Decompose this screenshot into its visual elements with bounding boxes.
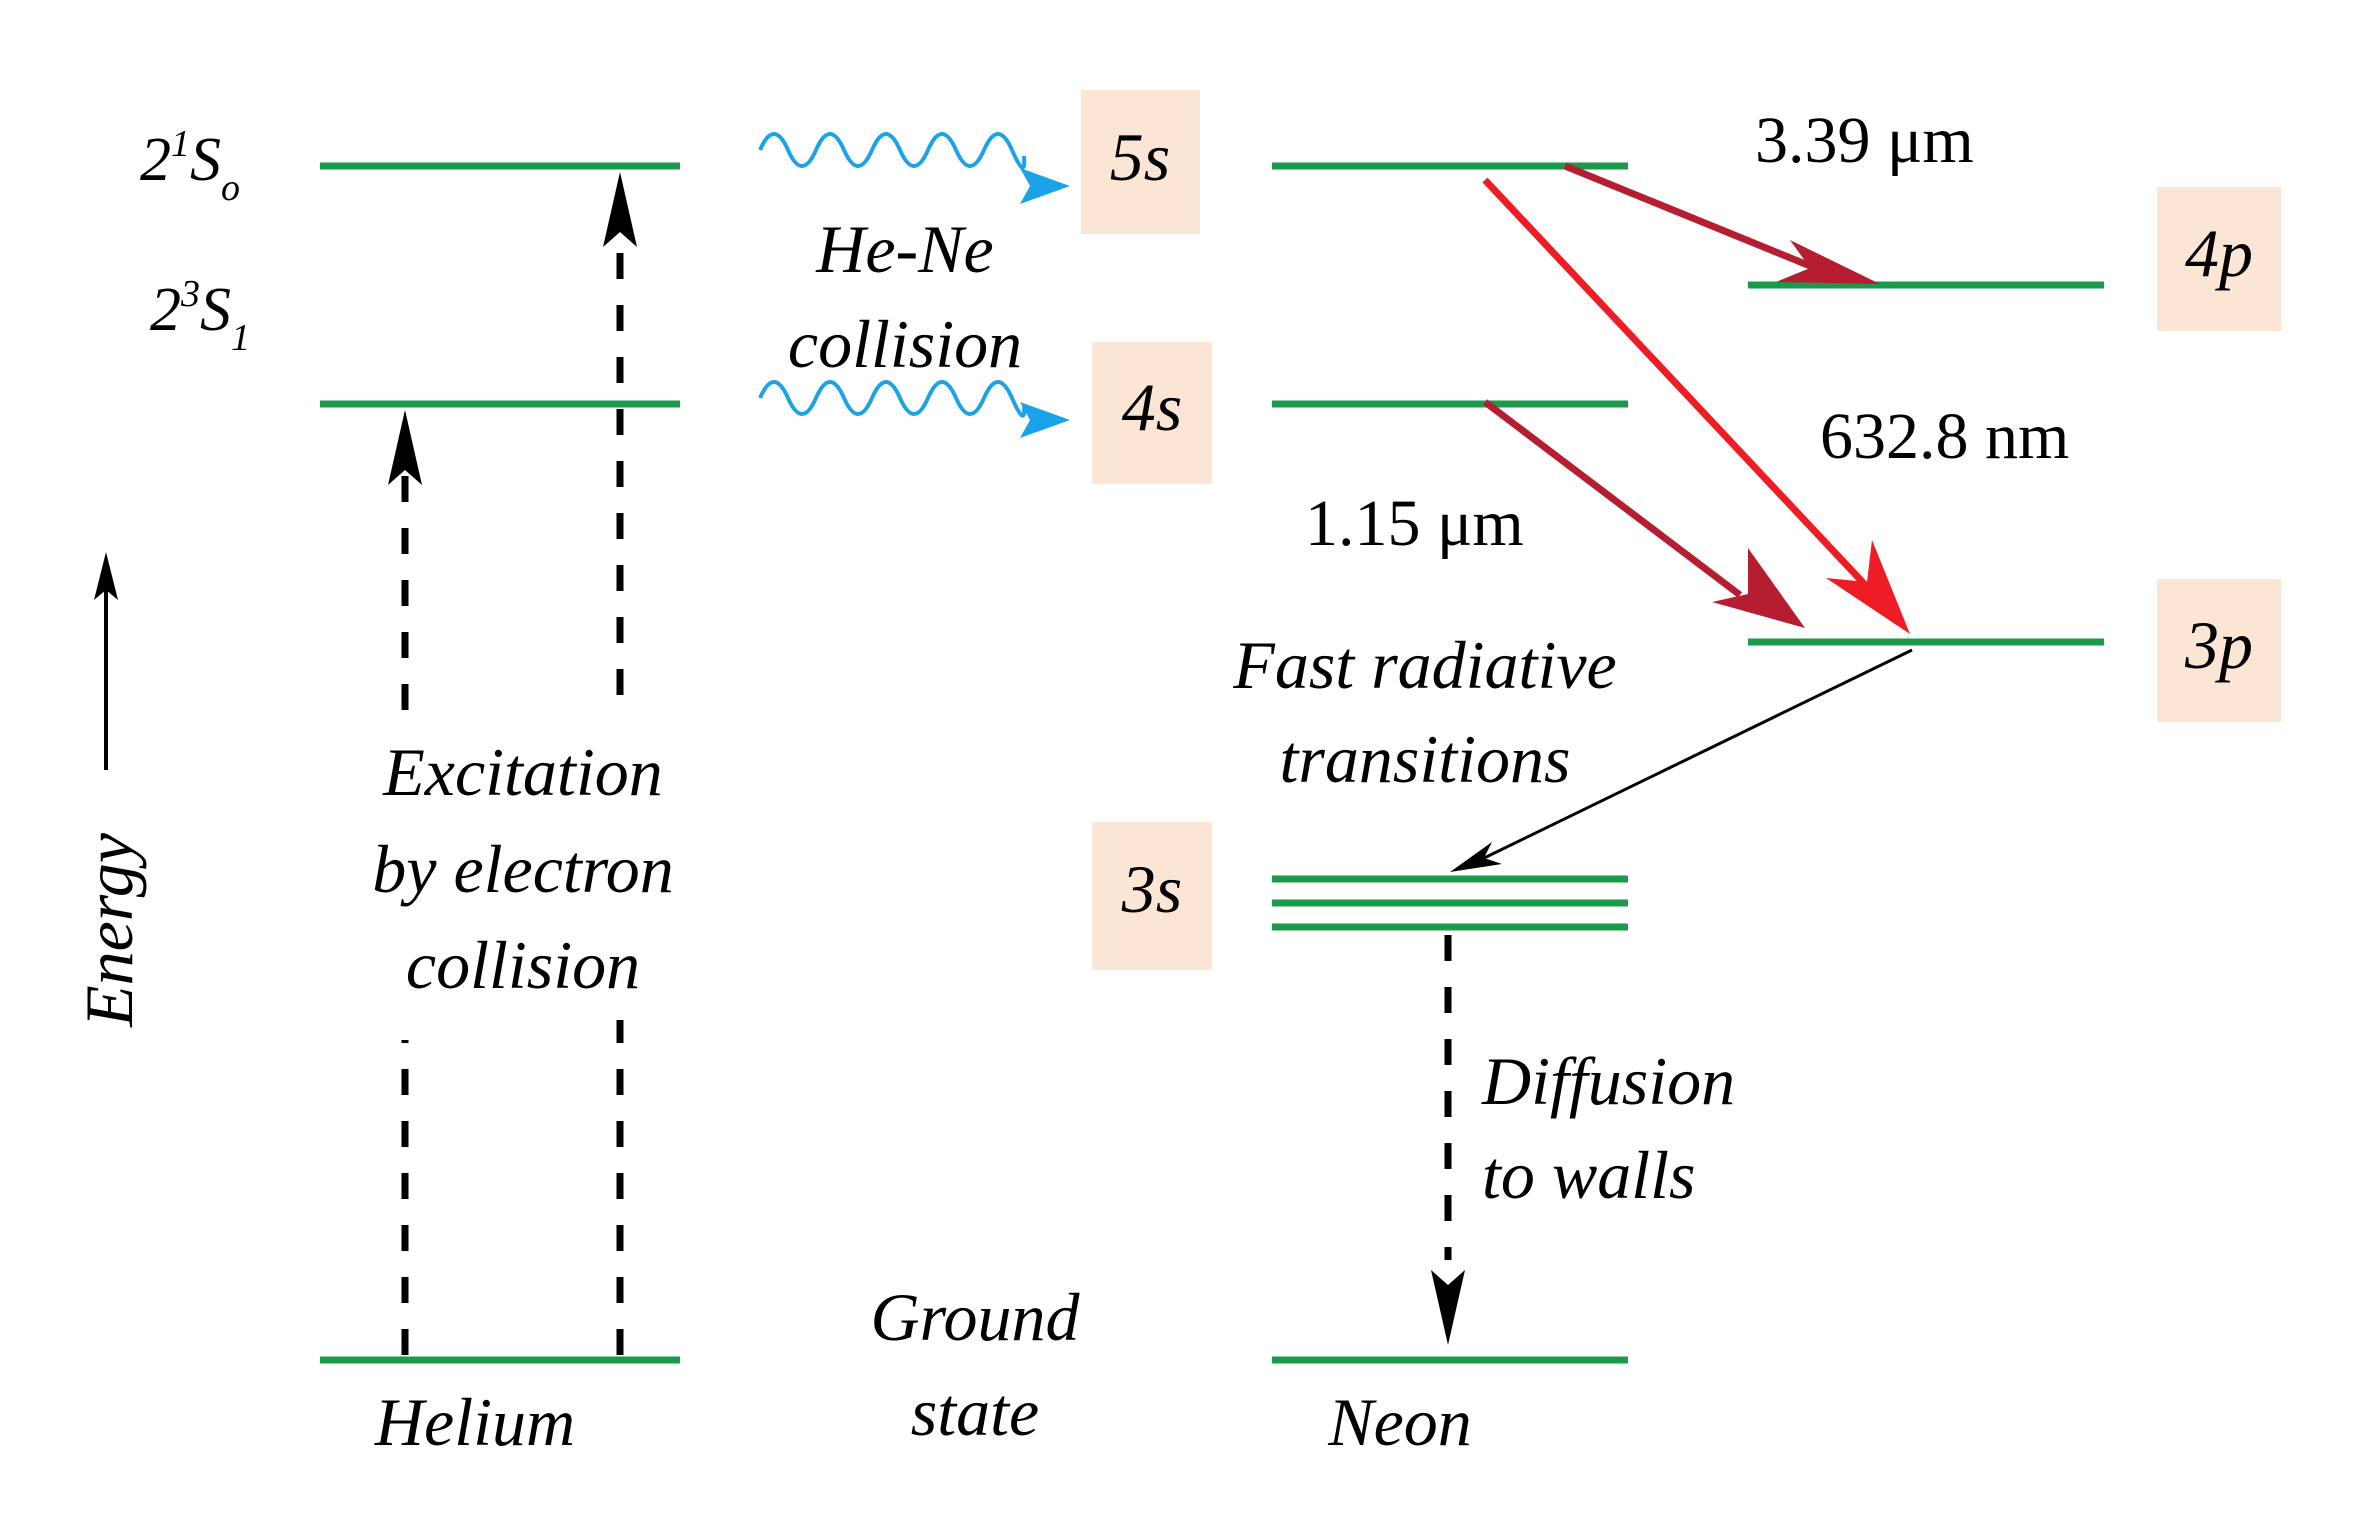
label-115um: 1.15 μm	[1305, 487, 1524, 560]
excitation-arrowhead-upper	[603, 172, 637, 247]
fast-radiative-head	[1450, 842, 1502, 872]
excitation-text-line-1: Excitation	[382, 734, 662, 810]
diffusion-line-2: to walls	[1482, 1137, 1696, 1213]
transition-6328nm-head	[1826, 540, 1910, 634]
transition-339um-head	[1776, 240, 1880, 284]
diffusion-line-1: Diffusion	[1481, 1043, 1735, 1119]
fast-radiative-line-2: transitions	[1280, 721, 1571, 797]
label-3s: 3s	[1121, 851, 1182, 927]
collision-wave-upper	[758, 132, 1027, 170]
excitation-text-line-2: by electron	[372, 831, 673, 907]
box-5s	[1081, 90, 1200, 234]
helium-upper-term-label: 21So	[140, 123, 240, 209]
helium-lower-term-label: 23S1	[150, 273, 250, 359]
transition-115um-line	[1482, 399, 1743, 598]
label-339um: 3.39 μm	[1755, 104, 1974, 177]
label-5s: 5s	[1110, 119, 1170, 195]
label-4s: 4s	[1122, 369, 1182, 445]
transition-115um-head	[1712, 548, 1805, 628]
collision-wave-upper-head	[1020, 168, 1070, 204]
label-6328nm: 632.8 nm	[1820, 400, 2069, 473]
collision-wave-lower	[758, 380, 1027, 418]
collision-text-line-1: He-Ne	[815, 211, 993, 287]
neon-label: Neon	[1327, 1384, 1472, 1460]
transition-6328nm-line	[1482, 177, 1873, 593]
energy-axis-arrowhead	[94, 552, 118, 600]
box-3p	[2157, 579, 2281, 722]
fast-radiative-line-1: Fast radiative	[1232, 627, 1616, 703]
collision-text-line-2: collision	[788, 306, 1022, 382]
energy-label: Energy	[71, 832, 147, 1028]
label-3p: 3p	[2184, 607, 2253, 683]
diffusion-arrowhead	[1431, 1270, 1465, 1345]
box-3s	[1092, 822, 1212, 970]
ground-state-line-2: state	[911, 1374, 1039, 1450]
box-4s	[1092, 342, 1212, 484]
excitation-text-line-3: collision	[406, 927, 640, 1003]
collision-wave-lower-head	[1020, 402, 1070, 438]
excitation-arrowhead-lower	[388, 410, 422, 485]
fast-radiative-line	[1479, 648, 1913, 862]
label-4p: 4p	[2185, 215, 2253, 291]
helium-label: Helium	[374, 1384, 575, 1460]
transition-339um-line	[1563, 162, 1822, 274]
ground-state-line-1: Ground	[870, 1279, 1080, 1355]
box-4p	[2157, 187, 2281, 331]
